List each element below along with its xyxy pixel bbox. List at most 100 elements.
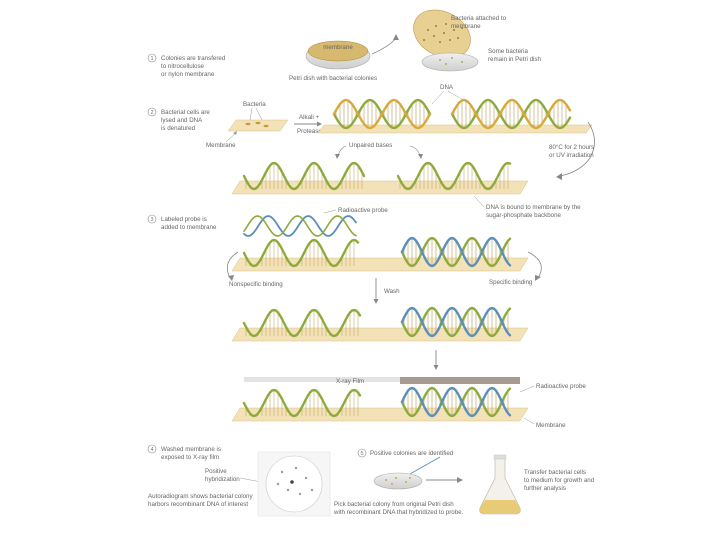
xray-film-exposed xyxy=(400,377,520,384)
nonspecific-arrowhead xyxy=(228,275,234,281)
step4-text-1: Washed membrane is xyxy=(161,446,221,453)
lift-arrowhead xyxy=(393,34,399,40)
bacteria-dots xyxy=(245,121,269,128)
autoradiogram-disc xyxy=(265,455,323,513)
bound-pointer xyxy=(473,195,485,208)
autorad-label-2: harbors recombinant DNA of interest xyxy=(148,501,248,508)
step4-group: 4 Washed membrane is exposed to X-ray fi… xyxy=(147,444,331,517)
positive-label-1: Positive xyxy=(205,468,227,475)
unpaired-head-right xyxy=(418,154,423,159)
dna-1-right-strand-b xyxy=(450,98,572,130)
transfer-label-1: Transfer bacterial cells xyxy=(524,469,586,476)
transfer-label-3: further analysis xyxy=(524,485,566,492)
film-row xyxy=(242,386,512,418)
unpaired-label: Unpaired bases xyxy=(349,142,392,149)
step1-text-3: or nylon membrane xyxy=(161,71,215,78)
probe-3-free-a xyxy=(243,215,357,237)
autoradiogram-spots xyxy=(276,466,314,496)
step3-group: 3 Labeled probe is added to membrane Rad… xyxy=(147,207,586,429)
membrane-pointer xyxy=(225,132,237,143)
hybrid-4-strand-a xyxy=(400,306,512,338)
step1-group: 1 Colonies are transfered to nitrocellul… xyxy=(147,9,542,82)
lifted-membrane xyxy=(413,9,471,59)
lift-arrow xyxy=(371,37,397,55)
remaining-petri xyxy=(421,52,479,72)
step2-text-1: Bacterial cells are xyxy=(161,109,210,116)
transfer-arrowhead xyxy=(457,477,463,483)
expose-arrowhead xyxy=(433,365,439,370)
probe-pointer xyxy=(323,209,337,214)
probe-label-2: Radioactive probe xyxy=(536,383,586,390)
membrane-pointer-3 xyxy=(523,417,535,425)
bacteria-pointer xyxy=(249,107,253,121)
culture-flask xyxy=(479,454,521,515)
xray-label: X-ray Film xyxy=(336,378,364,385)
lifted-colonies xyxy=(423,23,463,43)
step2-group: 2 Bacterial cells are lysed and DNA is d… xyxy=(147,84,595,219)
nonspecific-label: Nonspecific binding xyxy=(229,281,283,288)
attached-label-2: membrane xyxy=(451,23,481,30)
probe-3-free-b xyxy=(243,215,357,237)
ss-3-left-strand xyxy=(242,238,360,268)
bake-arrowhead xyxy=(556,173,562,180)
step4-number: 4 xyxy=(150,447,153,453)
step5-text: Positive colonies are identified xyxy=(370,450,454,457)
hybrid-5-strand-b xyxy=(400,386,512,418)
bound-label-1: DNA is bound to membrane by the xyxy=(486,204,581,211)
pick-label-2: with recombinant DNA that hybridized to … xyxy=(333,509,464,516)
bake-arrow xyxy=(559,121,595,177)
positive-label-2: hybridization xyxy=(205,476,240,483)
step2-text-2: lysed and DNA xyxy=(161,117,203,124)
dna-helix-row-1 xyxy=(332,98,572,130)
pick-needle xyxy=(409,456,441,475)
membrane-strip-4 xyxy=(231,327,529,342)
step1-text-1: Colonies are transfered xyxy=(161,55,226,62)
step4-text-2: exposed to X-ray film xyxy=(161,454,219,461)
membrane-strip-5 xyxy=(231,407,529,422)
membrane-strip-3 xyxy=(231,257,529,272)
dna-1-right-strand-a xyxy=(450,98,572,130)
ss-5-left-strand xyxy=(242,388,362,418)
alkali-label-2: Protease xyxy=(297,128,322,135)
dna-1-left-strand-b xyxy=(332,98,432,130)
step2-text-3: is denatured xyxy=(161,125,196,132)
original-petri xyxy=(373,472,423,490)
positive-spot xyxy=(290,480,294,484)
step5-number: 5 xyxy=(360,451,363,457)
membrane-label-3: Membrane xyxy=(536,422,566,429)
specific-arrowhead xyxy=(535,275,541,281)
probe-pointer-2 xyxy=(519,385,535,393)
bacteria-pointer-2 xyxy=(255,107,263,121)
step1-text-2: to nitrocellulose xyxy=(161,63,205,70)
ss-2-left-strand xyxy=(242,161,366,191)
hybrid-4-strand-b xyxy=(400,306,512,338)
attached-label-1: Bacteria attached to xyxy=(451,15,507,22)
dna-pointer-2 xyxy=(447,90,471,105)
wash-label: Wash xyxy=(384,288,400,295)
hybrid-3-strand-a xyxy=(400,236,512,268)
step3-text-1: Labeled probe is xyxy=(161,216,207,223)
step5-group: 5 Positive colonies are identified Pick … xyxy=(333,448,595,516)
xray-film xyxy=(244,377,520,382)
membrane-label: membrane xyxy=(323,44,353,51)
single-strand-row xyxy=(242,161,512,191)
petri-label: Petri dish with bacterial colonies xyxy=(289,75,377,82)
unpaired-head-left xyxy=(335,154,340,159)
bacteria-label: Bacteria xyxy=(243,101,266,108)
alkali-arrowhead xyxy=(317,121,322,127)
pick-label-1: Pick bacterial colony from original Petr… xyxy=(334,501,454,508)
step3-number-circle xyxy=(147,214,157,224)
probe-hybrid-row xyxy=(242,215,512,268)
ss-4-left-strand xyxy=(242,308,362,338)
membrane-strip-1 xyxy=(317,124,593,134)
hybrid-5-strand-a xyxy=(400,386,512,418)
alkali-label-1: Alkali + xyxy=(299,114,320,121)
dna-label: DNA xyxy=(440,84,454,91)
washed-row xyxy=(242,306,512,338)
membrane-pointer-head xyxy=(233,131,237,135)
probe-label: Radioactive probe xyxy=(338,207,388,214)
small-membrane xyxy=(227,119,289,132)
step1-number: 1 xyxy=(150,56,153,62)
membrane-label-2: Membrane xyxy=(206,142,236,149)
